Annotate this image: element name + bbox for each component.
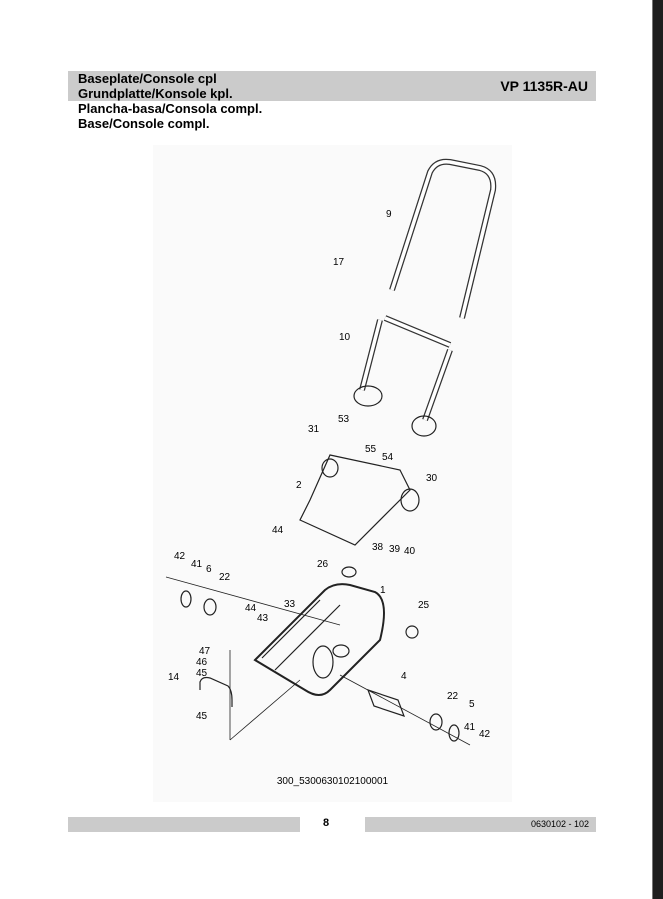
title-de: Grundplatte/Konsole kpl.	[78, 86, 233, 101]
callout-label: 40	[404, 546, 416, 557]
callout-label: 54	[382, 452, 394, 463]
callout-label: 22	[447, 691, 459, 702]
callout-label: 17	[333, 257, 345, 268]
callout-label: 55	[365, 444, 377, 455]
diagram-caption: 300_5300630102100001	[276, 776, 389, 787]
callout-label: 1	[380, 585, 386, 596]
title-fr: Base/Console compl.	[78, 116, 210, 131]
title-en: Baseplate/Console cpl	[78, 71, 217, 86]
callout-label: 5	[469, 699, 475, 710]
callout-label: 42	[479, 729, 491, 740]
footer-band-left	[68, 817, 300, 832]
model-number: VP 1135R-AU	[500, 78, 588, 94]
header-band	[68, 71, 596, 101]
title-es: Plancha-basa/Consola compl.	[78, 101, 263, 116]
callout-label: 45	[196, 668, 208, 679]
callout-label: 33	[284, 599, 296, 610]
callout-label: 14	[168, 672, 180, 683]
callout-label: 44	[245, 603, 257, 614]
callout-label: 6	[206, 564, 212, 575]
page-number: 8	[323, 817, 330, 829]
document-number: 0630102 - 102	[530, 819, 589, 829]
callout-label: 30	[426, 473, 438, 484]
callout-label: 25	[418, 600, 430, 611]
callout-label: 4	[401, 671, 407, 682]
parts-diagram-panel	[153, 145, 512, 802]
callout-label: 44	[272, 525, 284, 536]
callout-label: 39	[389, 544, 401, 555]
callout-label: 26	[317, 559, 329, 570]
callout-label: 38	[372, 542, 384, 553]
callout-label: 53	[338, 414, 350, 425]
callout-label: 41	[464, 722, 476, 733]
footer-band-right	[365, 817, 596, 832]
viewer-scrollbar-edge	[652, 0, 663, 899]
callout-label: 10	[339, 332, 351, 343]
callout-label: 22	[219, 572, 231, 583]
callout-label: 47	[199, 646, 211, 657]
callout-label: 31	[308, 424, 320, 435]
callout-label: 42	[174, 551, 186, 562]
callout-label: 43	[257, 613, 269, 624]
callout-label: 46	[196, 657, 208, 668]
callout-label: 9	[386, 209, 392, 220]
callout-label: 2	[296, 480, 302, 491]
callout-label: 41	[191, 559, 203, 570]
callout-label: 45	[196, 711, 208, 722]
